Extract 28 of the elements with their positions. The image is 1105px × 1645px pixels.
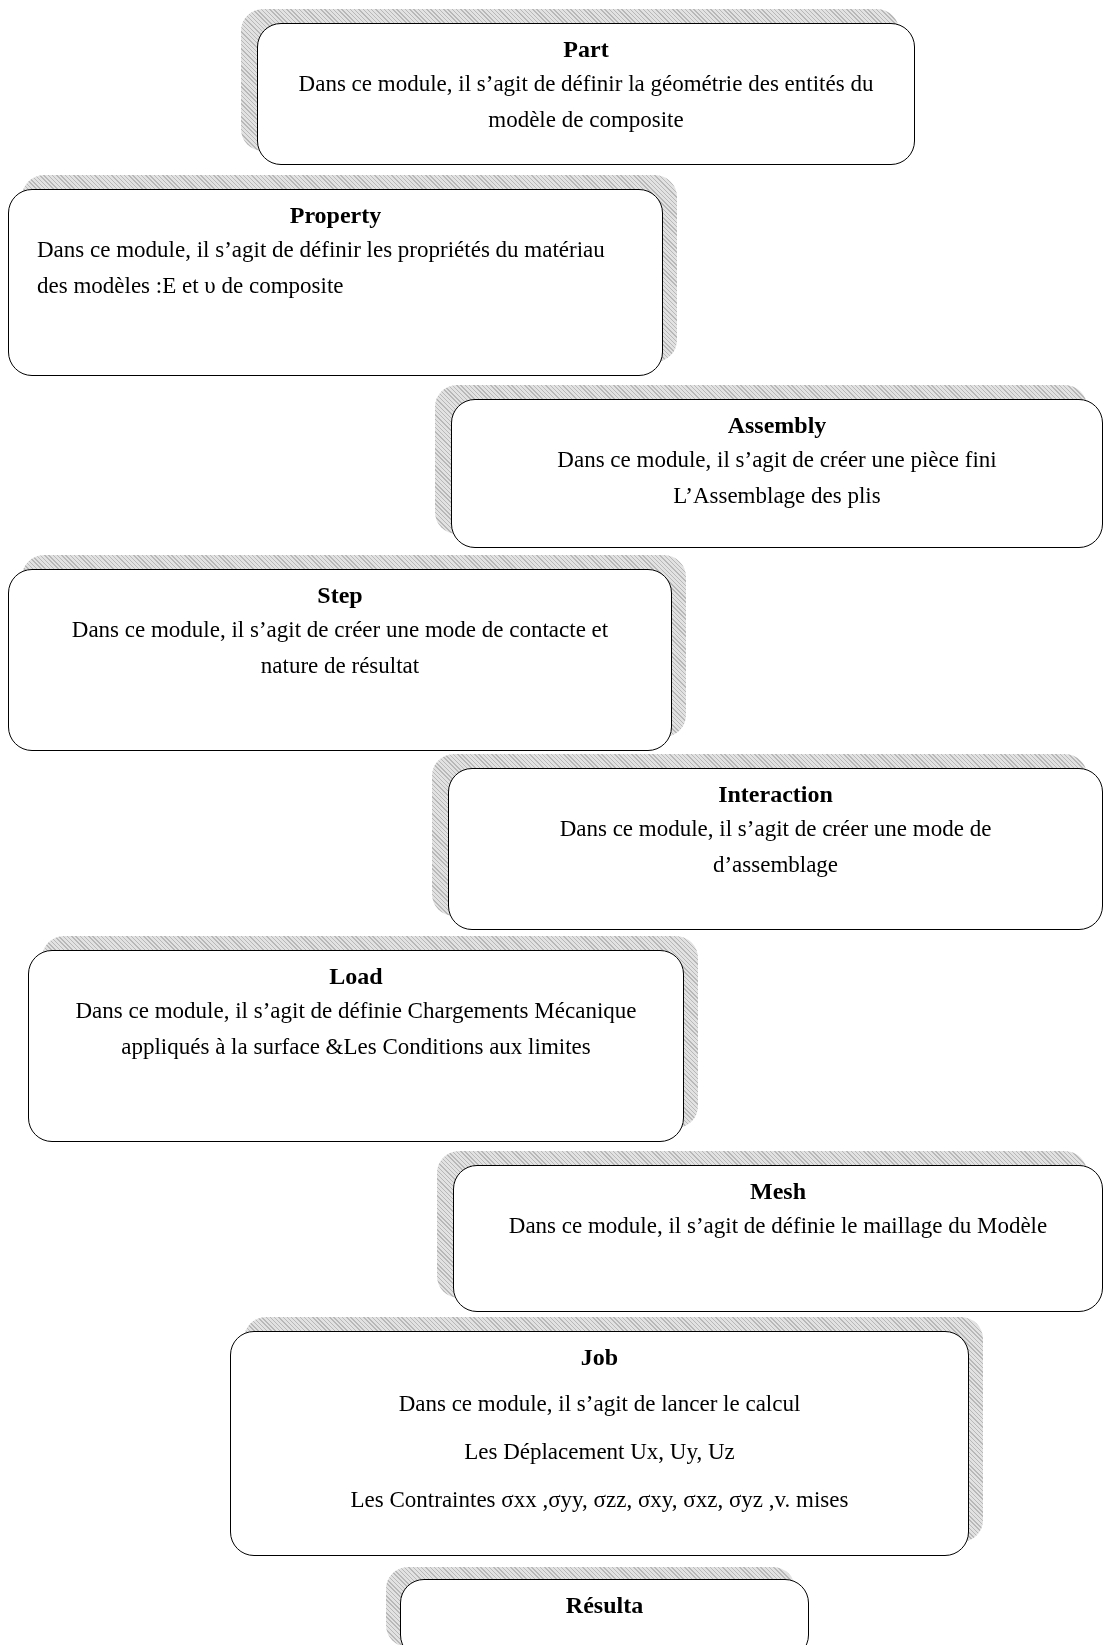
module-description: Dans ce module, il s’agit de définir la géométrie des entités du modèle de composite [297, 70, 875, 134]
module-title: Résulta [565, 1591, 644, 1620]
module-description: Dans ce module, il s’agit de lancer le calcul [398, 1390, 801, 1418]
module-box [453, 1165, 1103, 1312]
module-box [257, 23, 915, 165]
module-box [451, 399, 1103, 548]
module-description: Dans ce module, il s’agit de définie Chargements Mécanique appliqués à la surface &Les Conditions aux limites [74, 997, 638, 1061]
module-description: Dans ce module, il s’agit de créer une mode de contacte et nature de résultat [70, 616, 610, 680]
module-description: Dans ce module, il s’agit de créer une mode de d’assemblage [558, 815, 993, 879]
module-title: Mesh [750, 1177, 806, 1206]
module-box [230, 1331, 969, 1556]
module-title: Load [329, 962, 383, 991]
module-description: Dans ce module, il s’agit de créer une pièce fini L’Assemblage des plis [556, 446, 998, 510]
module-title: Part [563, 35, 609, 64]
module-title: Job [580, 1343, 619, 1372]
module-title: Step [317, 581, 363, 610]
module-box [8, 569, 672, 751]
module-description: Les Contraintes σxx ,σyy, σzz, σxy, σxz, σyz ,v. mises [350, 1486, 849, 1514]
module-description: Les Déplacement Ux, Uy, Uz [464, 1438, 735, 1466]
module-title: Assembly [727, 411, 827, 440]
module-description: Dans ce module, il s’agit de définir les propriétés du matériau des modèles :E et υ de composite [37, 236, 606, 300]
module-box [448, 768, 1103, 930]
module-box [8, 189, 663, 376]
module-title: Property [289, 201, 382, 230]
module-title: Interaction [718, 780, 833, 809]
module-description: Dans ce module, il s’agit de définie le maillage du Modèle [508, 1212, 1048, 1240]
module-box [28, 950, 684, 1142]
module-box [400, 1579, 809, 1645]
